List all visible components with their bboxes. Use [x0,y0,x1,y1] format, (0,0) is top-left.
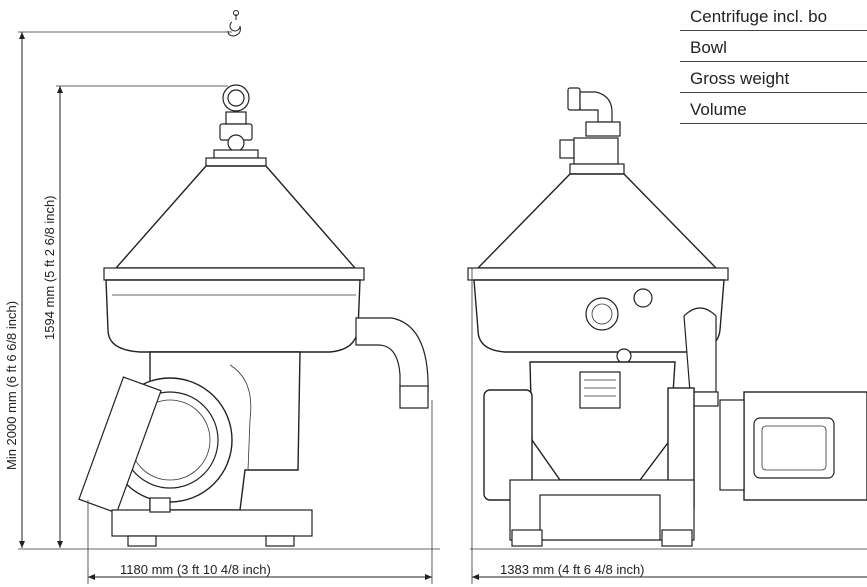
spec-row-volume: Volume [680,93,867,124]
width-front-label: 1383 mm (4 ft 6 4/8 inch) [500,562,645,577]
height-label: 1594 mm (5 ft 2 6/8 inch) [42,195,57,340]
centrifuge-front-view [467,87,867,547]
width-side-label: 1180 mm (3 ft 10 4/8 inch) [120,562,271,577]
centrifuge-side-view [78,84,429,547]
dimension-height: 1594 mm (5 ft 2 6/8 inch) [42,85,228,548]
dimension-width-side: 1180 mm (3 ft 10 4/8 inch) [87,400,433,584]
spec-row-centrifuge: Centrifuge incl. bo [680,0,867,31]
spec-table: Centrifuge incl. bo Bowl Gross weight Vo… [680,0,867,124]
dimension-width-front: 1383 mm (4 ft 6 4/8 inch) [471,268,867,584]
min-height-label: Min 2000 mm (6 ft 6 6/8 inch) [4,301,19,470]
lifting-hook-icon [227,10,241,37]
dimension-min-height: Min 2000 mm (6 ft 6 6/8 inch) [4,31,232,548]
spec-row-gross-weight: Gross weight [680,62,867,93]
spec-row-bowl: Bowl [680,31,867,62]
